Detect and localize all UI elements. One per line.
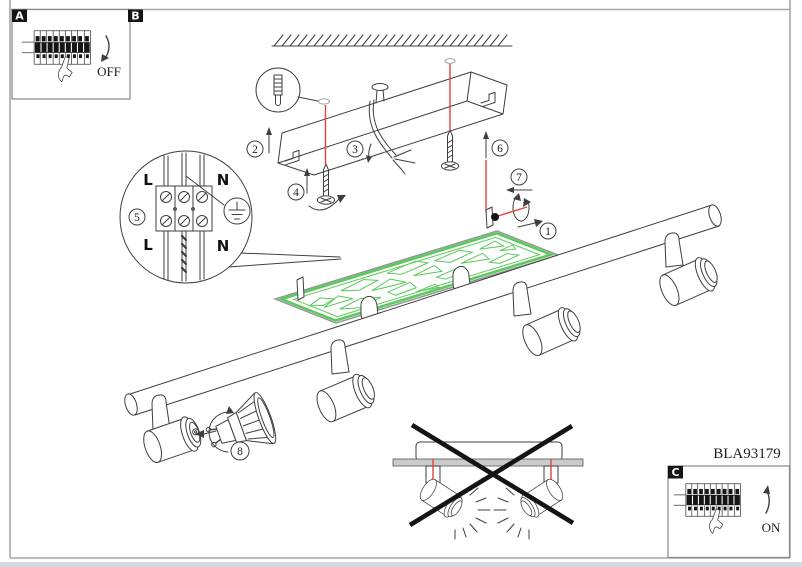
inset-c-tag: C	[671, 466, 679, 479]
step-7-badge: 7	[506, 168, 533, 222]
wrong-usage-diagram	[392, 423, 584, 540]
wall-plug-detail	[255, 67, 330, 113]
leader-line	[239, 252, 341, 258]
gu10-bulb	[195, 392, 277, 453]
step-6-badge: 6	[483, 131, 509, 212]
svg-text:4: 4	[293, 187, 299, 199]
inset-box-c: ON C	[667, 465, 791, 559]
leader-line	[227, 258, 342, 268]
window-edge	[0, 562, 802, 567]
model-number: BLA93179	[713, 446, 781, 462]
ceiling-hatch	[271, 34, 513, 47]
live-label-top: L	[143, 171, 153, 189]
spotlight	[312, 369, 381, 427]
spotlight-empty-socket	[139, 413, 206, 467]
main-step-b-tag: B	[128, 9, 143, 23]
earth-wire-stripes	[180, 234, 188, 274]
terminal-block	[155, 185, 213, 232]
svg-text:3: 3	[352, 144, 358, 156]
svg-text:5: 5	[134, 212, 140, 224]
hanging-stud	[371, 83, 389, 104]
insert-arrow	[195, 430, 204, 438]
step-2-badge: 2	[246, 127, 272, 158]
locking-knob	[491, 213, 499, 221]
inset-box-a: OFF A	[11, 8, 131, 100]
step-3-badge: 3	[346, 140, 372, 163]
wall-anchor-icon	[273, 74, 283, 106]
wires-bottom	[163, 230, 205, 282]
keyhole-slot-right	[480, 91, 496, 108]
corner-bracket-left	[296, 276, 305, 301]
live-label-bottom: L	[143, 236, 153, 254]
power-on-label: ON	[762, 520, 781, 535]
svg-text:7: 7	[516, 172, 522, 184]
terminal-detail: 5 L N L N	[119, 150, 253, 284]
glass-panel	[275, 231, 558, 323]
track-bar	[124, 204, 722, 416]
wires-top	[163, 152, 205, 187]
step-1-badge: 1	[517, 219, 557, 240]
light-rays	[454, 487, 530, 540]
ground-icon	[223, 197, 251, 225]
power-off-label: OFF	[97, 64, 121, 79]
svg-text:6: 6	[497, 143, 503, 155]
svg-text:8: 8	[237, 446, 243, 458]
spot-stems	[151, 232, 684, 432]
svg-text:B: B	[131, 10, 139, 23]
neutral-label-bottom: N	[217, 237, 230, 255]
mounting-bracket	[277, 71, 508, 176]
fixing-screw-left	[308, 105, 346, 211]
corner-bracket-right	[485, 206, 528, 229]
step-5-badge: 5	[128, 208, 146, 226]
step-8-badge: 8	[230, 441, 250, 461]
fixing-screw-right	[441, 58, 459, 171]
mains-cable	[368, 99, 416, 175]
inset-a-tag: A	[15, 10, 24, 23]
svg-text:2: 2	[252, 144, 258, 156]
crossed-out-icon	[408, 423, 575, 527]
neutral-label-top: N	[217, 171, 230, 189]
step-4-badge: 4	[287, 168, 310, 201]
keyhole-slot-left	[284, 149, 300, 166]
svg-text:1: 1	[545, 226, 551, 238]
rotate-arrow	[208, 411, 231, 453]
